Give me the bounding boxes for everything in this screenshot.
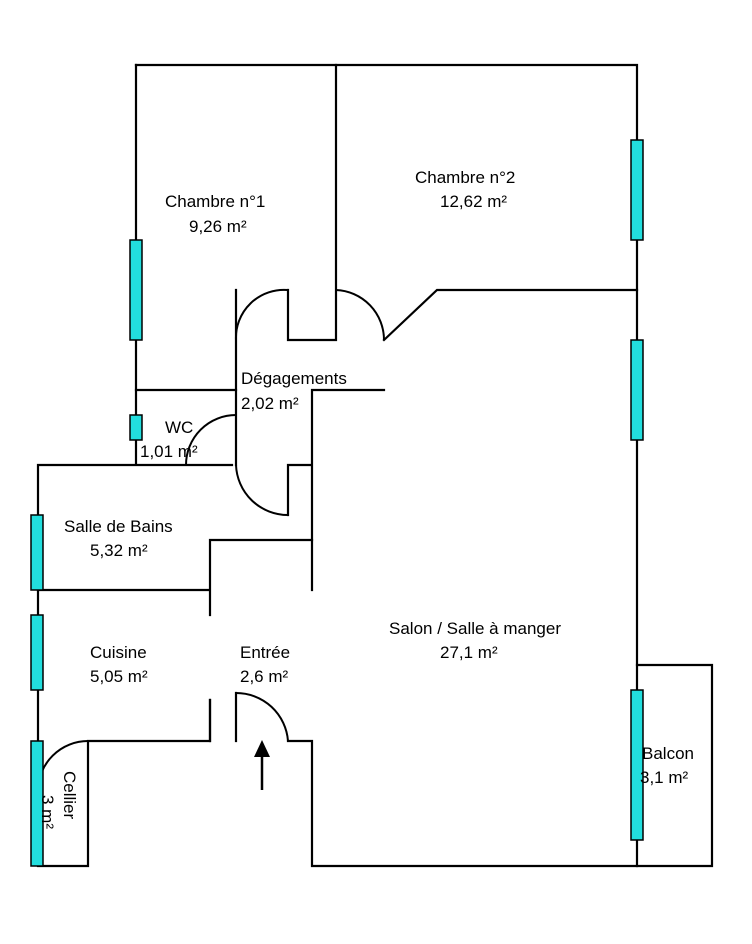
wall-balcon bbox=[635, 663, 714, 868]
room-area-cellier: 3 m² bbox=[38, 795, 57, 829]
window-salon-bottom bbox=[630, 689, 644, 841]
room-name-wc: WC bbox=[165, 418, 193, 437]
room-name-cellier: Cellier bbox=[60, 771, 79, 820]
room-area-chambre1: 9,26 m² bbox=[189, 217, 247, 236]
door-entree bbox=[235, 691, 289, 742]
room-name-salon: Salon / Salle à manger bbox=[389, 619, 561, 638]
room-area-chambre2: 12,62 m² bbox=[440, 192, 507, 211]
room-area-entree: 2,6 m² bbox=[240, 667, 289, 686]
wall-chambre2-south bbox=[382, 288, 639, 342]
room-name-chambre1: Chambre n°1 bbox=[165, 192, 265, 211]
door-chambre1 bbox=[234, 288, 289, 341]
window-chambre2 bbox=[630, 139, 644, 241]
room-labels: Chambre n°1 9,26 m² Chambre n°2 12,62 m²… bbox=[38, 168, 694, 829]
door-salle-bains bbox=[235, 464, 289, 516]
room-name-balcon: Balcon bbox=[642, 744, 694, 763]
room-name-cuisine: Cuisine bbox=[90, 643, 147, 662]
walls bbox=[36, 63, 714, 868]
wall-chambre1-south bbox=[134, 288, 238, 392]
room-area-salle-bains: 5,32 m² bbox=[90, 541, 148, 560]
door-wc bbox=[185, 414, 237, 466]
room-area-salon: 27,1 m² bbox=[440, 643, 498, 662]
room-name-degagements: Dégagements bbox=[241, 369, 347, 388]
room-area-cuisine: 5,05 m² bbox=[90, 667, 148, 686]
room-name-salle-bains: Salle de Bains bbox=[64, 517, 173, 536]
arrow-up-icon bbox=[254, 740, 270, 790]
room-area-wc: 1,01 m² bbox=[140, 442, 198, 461]
room-area-degagements: 2,02 m² bbox=[241, 394, 299, 413]
windows bbox=[30, 139, 644, 867]
wall-chambre1-east bbox=[286, 63, 338, 342]
outer-wall bbox=[134, 63, 639, 868]
room-name-entree: Entrée bbox=[240, 643, 290, 662]
window-wc bbox=[129, 414, 143, 441]
door-chambre2 bbox=[335, 289, 386, 341]
window-salon-top bbox=[630, 339, 644, 441]
room-name-chambre2: Chambre n°2 bbox=[415, 168, 515, 187]
wall-degagement-east bbox=[286, 388, 386, 592]
window-cuisine bbox=[30, 614, 44, 691]
wall-entree bbox=[208, 691, 238, 743]
window-cellier bbox=[30, 740, 44, 867]
window-chambre1 bbox=[129, 239, 143, 341]
doors bbox=[37, 288, 386, 792]
wall-bains-south bbox=[36, 538, 314, 617]
room-area-balcon: 3,1 m² bbox=[640, 768, 689, 787]
window-salle-bains bbox=[30, 514, 44, 591]
